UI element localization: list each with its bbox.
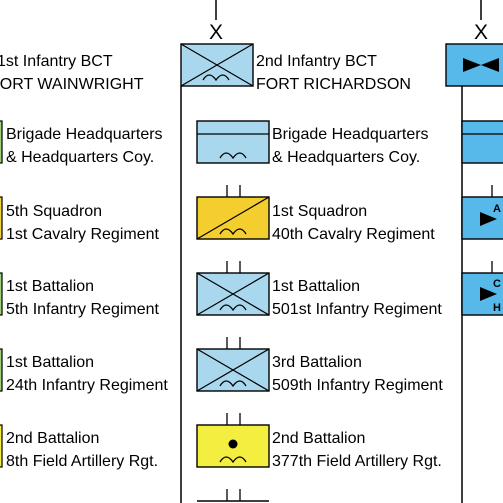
unit-label-line2: & Headquarters Coy. — [272, 149, 420, 166]
airborne-arc-icon — [219, 152, 247, 160]
unit-label-line2: 377th Field Artillery Rgt. — [272, 453, 442, 470]
hq-label-line2: FORT WAINWRIGHT — [0, 76, 144, 93]
rotor-wing-left-icon — [480, 212, 497, 226]
unit-label-line1: Brigade Headquarters — [6, 126, 163, 143]
column-1st-infantry-bct: 1st Infantry BCT FORT WAINWRIGHT Brigade… — [0, 53, 168, 470]
column-2nd-infantry-bct: X 2nd Infantry BCT FORT RICHARDSON Briga… — [180, 0, 443, 503]
cavalry-slash-line — [196, 196, 270, 240]
unit-label-line1: 1st Battalion — [6, 354, 94, 371]
unit-symbol-hhc-edge — [0, 120, 3, 164]
unit-label-line2: 40th Cavalry Regiment — [272, 226, 435, 243]
unit-label-line1: 1st Battalion — [272, 278, 360, 295]
rotor-wing-left-icon — [480, 287, 497, 301]
unit-label-line2: & Headquarters Coy. — [6, 149, 154, 166]
unit-label-line2: 501st Infantry Regiment — [272, 301, 442, 318]
unit-symbol-infantry-edge — [0, 272, 3, 316]
unit-label-line1: 1st Squadron — [272, 203, 367, 220]
hq-label-line2: FORT RICHARDSON — [256, 76, 411, 93]
headquarters-icon — [461, 120, 503, 164]
unit-label-line1: 5th Squadron — [6, 203, 102, 220]
unit-label-line2: 24th Infantry Regiment — [6, 377, 168, 394]
aviation-type-letter: C — [493, 278, 501, 290]
unit-label-line1: 1st Battalion — [6, 278, 94, 295]
unit-artillery-battalion: 2nd Battalion 377th Field Artillery Rgt. — [196, 413, 442, 470]
brigade-symbol — [180, 43, 254, 87]
airborne-arc-icon — [202, 74, 230, 82]
unit-symbol-cavalry-edge — [0, 196, 3, 240]
unit-label-line2: 8th Field Artillery Rgt. — [6, 453, 158, 470]
unit-infantry-battalion: 1st Battalion 501st Infantry Regiment — [196, 261, 442, 318]
hq-label-line1: 2nd Infantry BCT — [256, 53, 377, 70]
airborne-arc-icon — [219, 456, 247, 464]
unit-label-line1: 2nd Battalion — [6, 430, 99, 447]
airborne-arc-icon — [219, 380, 247, 388]
artillery-dot-icon — [228, 439, 238, 449]
cross-line — [196, 272, 270, 316]
rotor-wing-left-icon — [463, 58, 481, 72]
unit-symbol-infantry-edge — [0, 348, 3, 392]
hq-label-line1: 1st Infantry BCT — [0, 53, 113, 70]
unit-hhc: Brigade Headquarters & Headquarters Coy. — [196, 120, 429, 166]
echelon-marker: X — [209, 21, 223, 44]
unit-cavalry-squadron: 1st Squadron 40th Cavalry Regiment — [196, 185, 435, 243]
unit-infantry-battalion: 3rd Battalion 509th Infantry Regiment — [196, 337, 443, 394]
echelon-marker: X — [474, 21, 488, 44]
unit-label-line1: 3rd Battalion — [272, 354, 362, 371]
unit-label-line2: 1st Cavalry Regiment — [6, 226, 160, 243]
unit-label-line2: 509th Infantry Regiment — [272, 377, 443, 394]
airborne-arc-icon — [219, 304, 247, 312]
unit-cropped — [197, 489, 269, 502]
headquarters-airborne-icon — [196, 120, 270, 164]
aviation-type-letter: A — [493, 203, 501, 215]
cross-line — [180, 43, 254, 87]
cross-line — [196, 348, 270, 392]
aviation-type-letter: H — [493, 302, 501, 314]
rotor-wing-right-icon — [481, 58, 499, 72]
unit-label-line1: 2nd Battalion — [272, 430, 365, 447]
unit-label-line1: Brigade Headquarters — [272, 126, 429, 143]
unit-label-line2: 5th Infantry Regiment — [6, 301, 160, 318]
airborne-arc-icon — [219, 228, 247, 236]
unit-symbol-artillery-edge — [0, 424, 3, 468]
column-aviation-brigade: X A C H — [445, 0, 503, 503]
